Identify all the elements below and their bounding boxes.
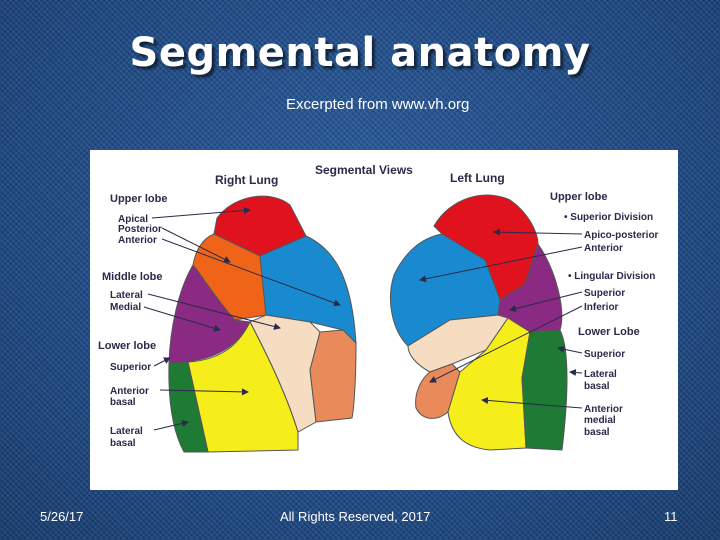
pointer-left-superior-lingular (509, 291, 583, 312)
pointer-right-medial (143, 306, 221, 332)
left-lateral-basal-label-2: basal (584, 381, 610, 392)
left-lung-title: Left Lung (450, 171, 505, 185)
right-anterior-label: Anterior (118, 235, 157, 246)
pointer-right-anterior-basal (159, 388, 249, 396)
slide-subtitle: Excerpted from www.vh.org (286, 96, 470, 113)
pointer-left-apico-posterior (493, 228, 583, 236)
right-middle-lateral-segment (168, 264, 251, 364)
right-upper-lobe-label: Upper lobe (110, 193, 167, 205)
pointer-right-lateral-basal (153, 419, 189, 431)
left-inferior-lingular-segment (407, 314, 509, 373)
right-lower-lobe-label: Lower lobe (98, 340, 156, 352)
right-anterior-basal-label-1: Anterior (110, 386, 149, 397)
figure-heading: Segmental Views (315, 163, 413, 177)
slide-title: Segmental anatomy (129, 30, 591, 76)
lung-diagram: Segmental Views Right Lung Left Lung Upp… (98, 163, 659, 453)
left-anterior-medial-basal-label-1: Anterior (584, 404, 623, 415)
left-lingular-division-label: • Lingular Division (568, 271, 655, 282)
left-apico-posterior-label: Apico-posterior (584, 230, 659, 241)
right-superior-label: Superior (110, 362, 151, 373)
pointer-right-lateral (147, 293, 281, 330)
left-lateral-basal-segment (521, 329, 568, 451)
left-lower-lobe-label: Lower Lobe (578, 326, 640, 338)
footer-date: 5/26/17 (40, 509, 84, 524)
right-apical-label: Apical (118, 214, 148, 225)
footer-page-number: 11 (664, 509, 678, 524)
pointer-right-anterior (161, 238, 341, 307)
pointer-left-inferior (429, 305, 583, 383)
left-superior-label: Superior (584, 349, 625, 360)
right-lung (168, 195, 357, 453)
pointer-left-superior-lower (557, 345, 583, 354)
footer-copyright: All Rights Reserved, 2017 (280, 509, 431, 524)
left-inferior-label: Inferior (584, 302, 619, 313)
pointer-left-lateral-basal (569, 369, 583, 376)
pointer-right-superior (153, 357, 171, 367)
left-superior-lingular-label: Superior (584, 288, 625, 299)
pointer-right-posterior (161, 227, 231, 263)
right-lung-title: Right Lung (215, 173, 278, 187)
segmental-views-figure: Segmental Views Right Lung Left Lung Upp… (90, 150, 678, 490)
right-lateral-basal-label-2: basal (110, 438, 136, 449)
right-anterior-basal-label-2: basal (110, 397, 136, 408)
left-anterior-label: Anterior (584, 243, 623, 254)
right-posterior-label: Posterior (118, 224, 162, 235)
left-lateral-basal-label-1: Lateral (584, 369, 617, 380)
right-medial-label: Medial (110, 302, 141, 313)
left-superior-division-label: • Superior Division (564, 212, 653, 223)
right-posterior-basal-segment (309, 329, 357, 423)
left-upper-lobe-label: Upper lobe (550, 191, 607, 203)
right-anterior-basal-segment (187, 320, 299, 453)
right-lateral-basal-segment (168, 361, 209, 453)
left-anterior-medial-basal-label-3: basal (584, 427, 610, 438)
pointer-left-anteromedial-basal (481, 396, 583, 409)
pointer-left-anterior (419, 246, 583, 283)
right-lateral-label: Lateral (110, 290, 143, 301)
left-anterior-medial-basal-label-2: medial (584, 415, 616, 426)
right-middle-lobe-label: Middle lobe (102, 271, 163, 283)
left-lung (390, 194, 568, 451)
right-lateral-basal-label-1: Lateral (110, 426, 143, 437)
pointer-right-apical (151, 206, 251, 219)
